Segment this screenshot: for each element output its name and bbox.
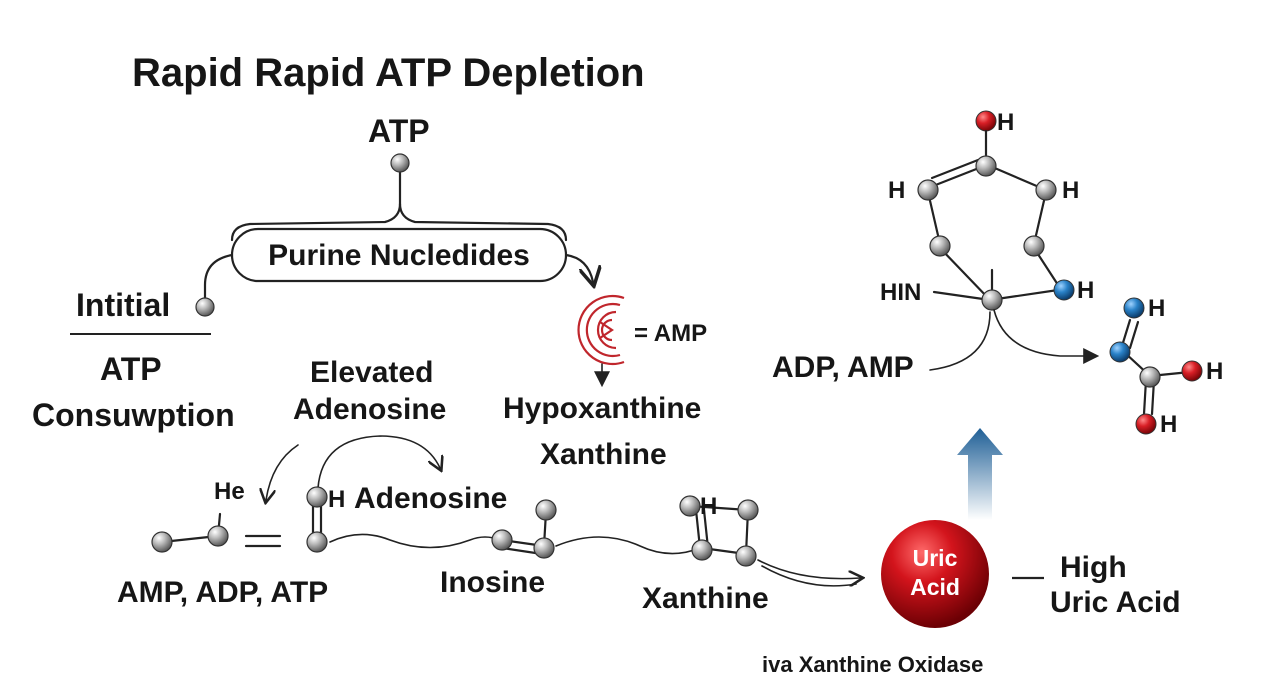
mol-h-2: H — [1206, 358, 1223, 385]
xanthine-oxidase-label: iva Xanthine Oxidase — [762, 652, 983, 677]
uric-acid-label-1: Uric — [913, 545, 958, 571]
arrow-back-to-amp — [266, 444, 299, 500]
ring-bond-l1b — [930, 158, 980, 180]
ring-blue-h: H — [1077, 277, 1094, 304]
arrow-to-small-molecule — [993, 309, 1100, 364]
ring-atom-top — [975, 155, 997, 177]
brace-right — [398, 202, 568, 242]
xanthine-atom-4 — [735, 545, 757, 567]
concentric-arc-icon — [577, 294, 625, 366]
pathway-wave-1 — [329, 533, 501, 549]
mol-atom-blue-mid — [1109, 341, 1131, 363]
xanthine-atom-2 — [737, 499, 759, 521]
ring-top-h: H — [997, 109, 1014, 136]
diagram-title: Rapid Rapid ATP Depletion — [132, 51, 645, 95]
hin-label: HIN — [880, 279, 921, 306]
xanthine-atom-3 — [691, 539, 713, 561]
ring-atom-right — [1035, 179, 1057, 201]
atp-consumption-label-1: ATP — [100, 351, 162, 387]
inosine-atom-2 — [533, 537, 555, 559]
adenosine-atom-2 — [306, 531, 328, 553]
amp-adp-atp-label: AMP, ADP, ATP — [117, 576, 328, 609]
arrow-adenosine-loop — [317, 435, 440, 489]
atp-atom — [390, 153, 410, 173]
adenosine-h-label: H — [328, 486, 345, 513]
link-to-initial — [203, 253, 234, 300]
elevated-label-2: Adenosine — [293, 393, 446, 426]
adenosine-label: Adenosine — [354, 482, 507, 515]
ring-bond-l3 — [938, 246, 992, 302]
high-label-1: High — [1060, 551, 1127, 584]
adp-amp-label: ADP, AMP — [772, 351, 914, 384]
mol-bond-1b — [1128, 320, 1140, 350]
atom-2 — [207, 525, 229, 547]
hypoxanthine-label: Hypoxanthine — [503, 392, 701, 425]
he-label: He — [214, 478, 245, 505]
mol-h-3: H — [1160, 411, 1177, 438]
arrow-to-uric-acid-second — [761, 565, 857, 587]
brace-left — [230, 202, 402, 242]
atp-top-label: ATP — [368, 113, 430, 149]
high-label-2: Uric Acid — [1050, 586, 1181, 619]
pathway-wave-2 — [555, 536, 701, 555]
ring-atom-blue — [1053, 279, 1075, 301]
ring-bond-hin — [932, 290, 992, 302]
uric-acid-label-2: Acid — [910, 574, 960, 600]
mol-bond-1 — [1120, 318, 1132, 348]
mol-atom-blue-top — [1123, 297, 1145, 319]
ring-bond-l1 — [926, 164, 986, 190]
inosine-label: Inosine — [440, 566, 545, 599]
mol-atom-carbon — [1139, 366, 1161, 388]
ring-atom-left — [917, 179, 939, 201]
arrow-to-amp — [564, 253, 593, 282]
uric-acid-sphere — [881, 520, 989, 628]
xanthine-atom-1 — [679, 495, 701, 517]
ring-right-h: H — [1062, 177, 1079, 204]
atp-consumption-label-2: Consuwption — [32, 397, 235, 433]
ring-top-oxygen — [975, 110, 997, 132]
xanthine-bottom-label: Xanthine — [642, 582, 769, 615]
ring-bond-r2 — [1032, 190, 1048, 246]
arrow-to-uric-acid — [757, 559, 860, 579]
xanthine-h-label: H — [700, 493, 717, 520]
xanthine-mid-label: Xanthine — [540, 438, 667, 471]
atom-1 — [151, 531, 173, 553]
initial-label: Intitial — [76, 287, 170, 323]
mol-atom-red-bottom — [1135, 413, 1157, 435]
amp-equals-label: = AMP — [634, 320, 707, 347]
ring-atom-lower-right — [1023, 235, 1045, 257]
inosine-atom-1 — [491, 529, 513, 551]
ring-atom-lower-left — [929, 235, 951, 257]
adp-amp-line — [929, 311, 991, 371]
inosine-atom-3 — [535, 499, 557, 521]
purine-nucleotides-label: Purine Nucledides — [268, 239, 530, 272]
mol-atom-red-right — [1181, 360, 1203, 382]
ring-bond-l2 — [926, 190, 942, 246]
elevated-label-1: Elevated — [310, 356, 433, 389]
ring-left-h: H — [888, 177, 905, 204]
ring-atom-bottom — [981, 289, 1003, 311]
mol-h-1: H — [1148, 295, 1165, 322]
adenosine-atom-1 — [306, 486, 328, 508]
initial-atom — [195, 297, 215, 317]
gradient-up-arrow-icon — [957, 428, 1003, 520]
